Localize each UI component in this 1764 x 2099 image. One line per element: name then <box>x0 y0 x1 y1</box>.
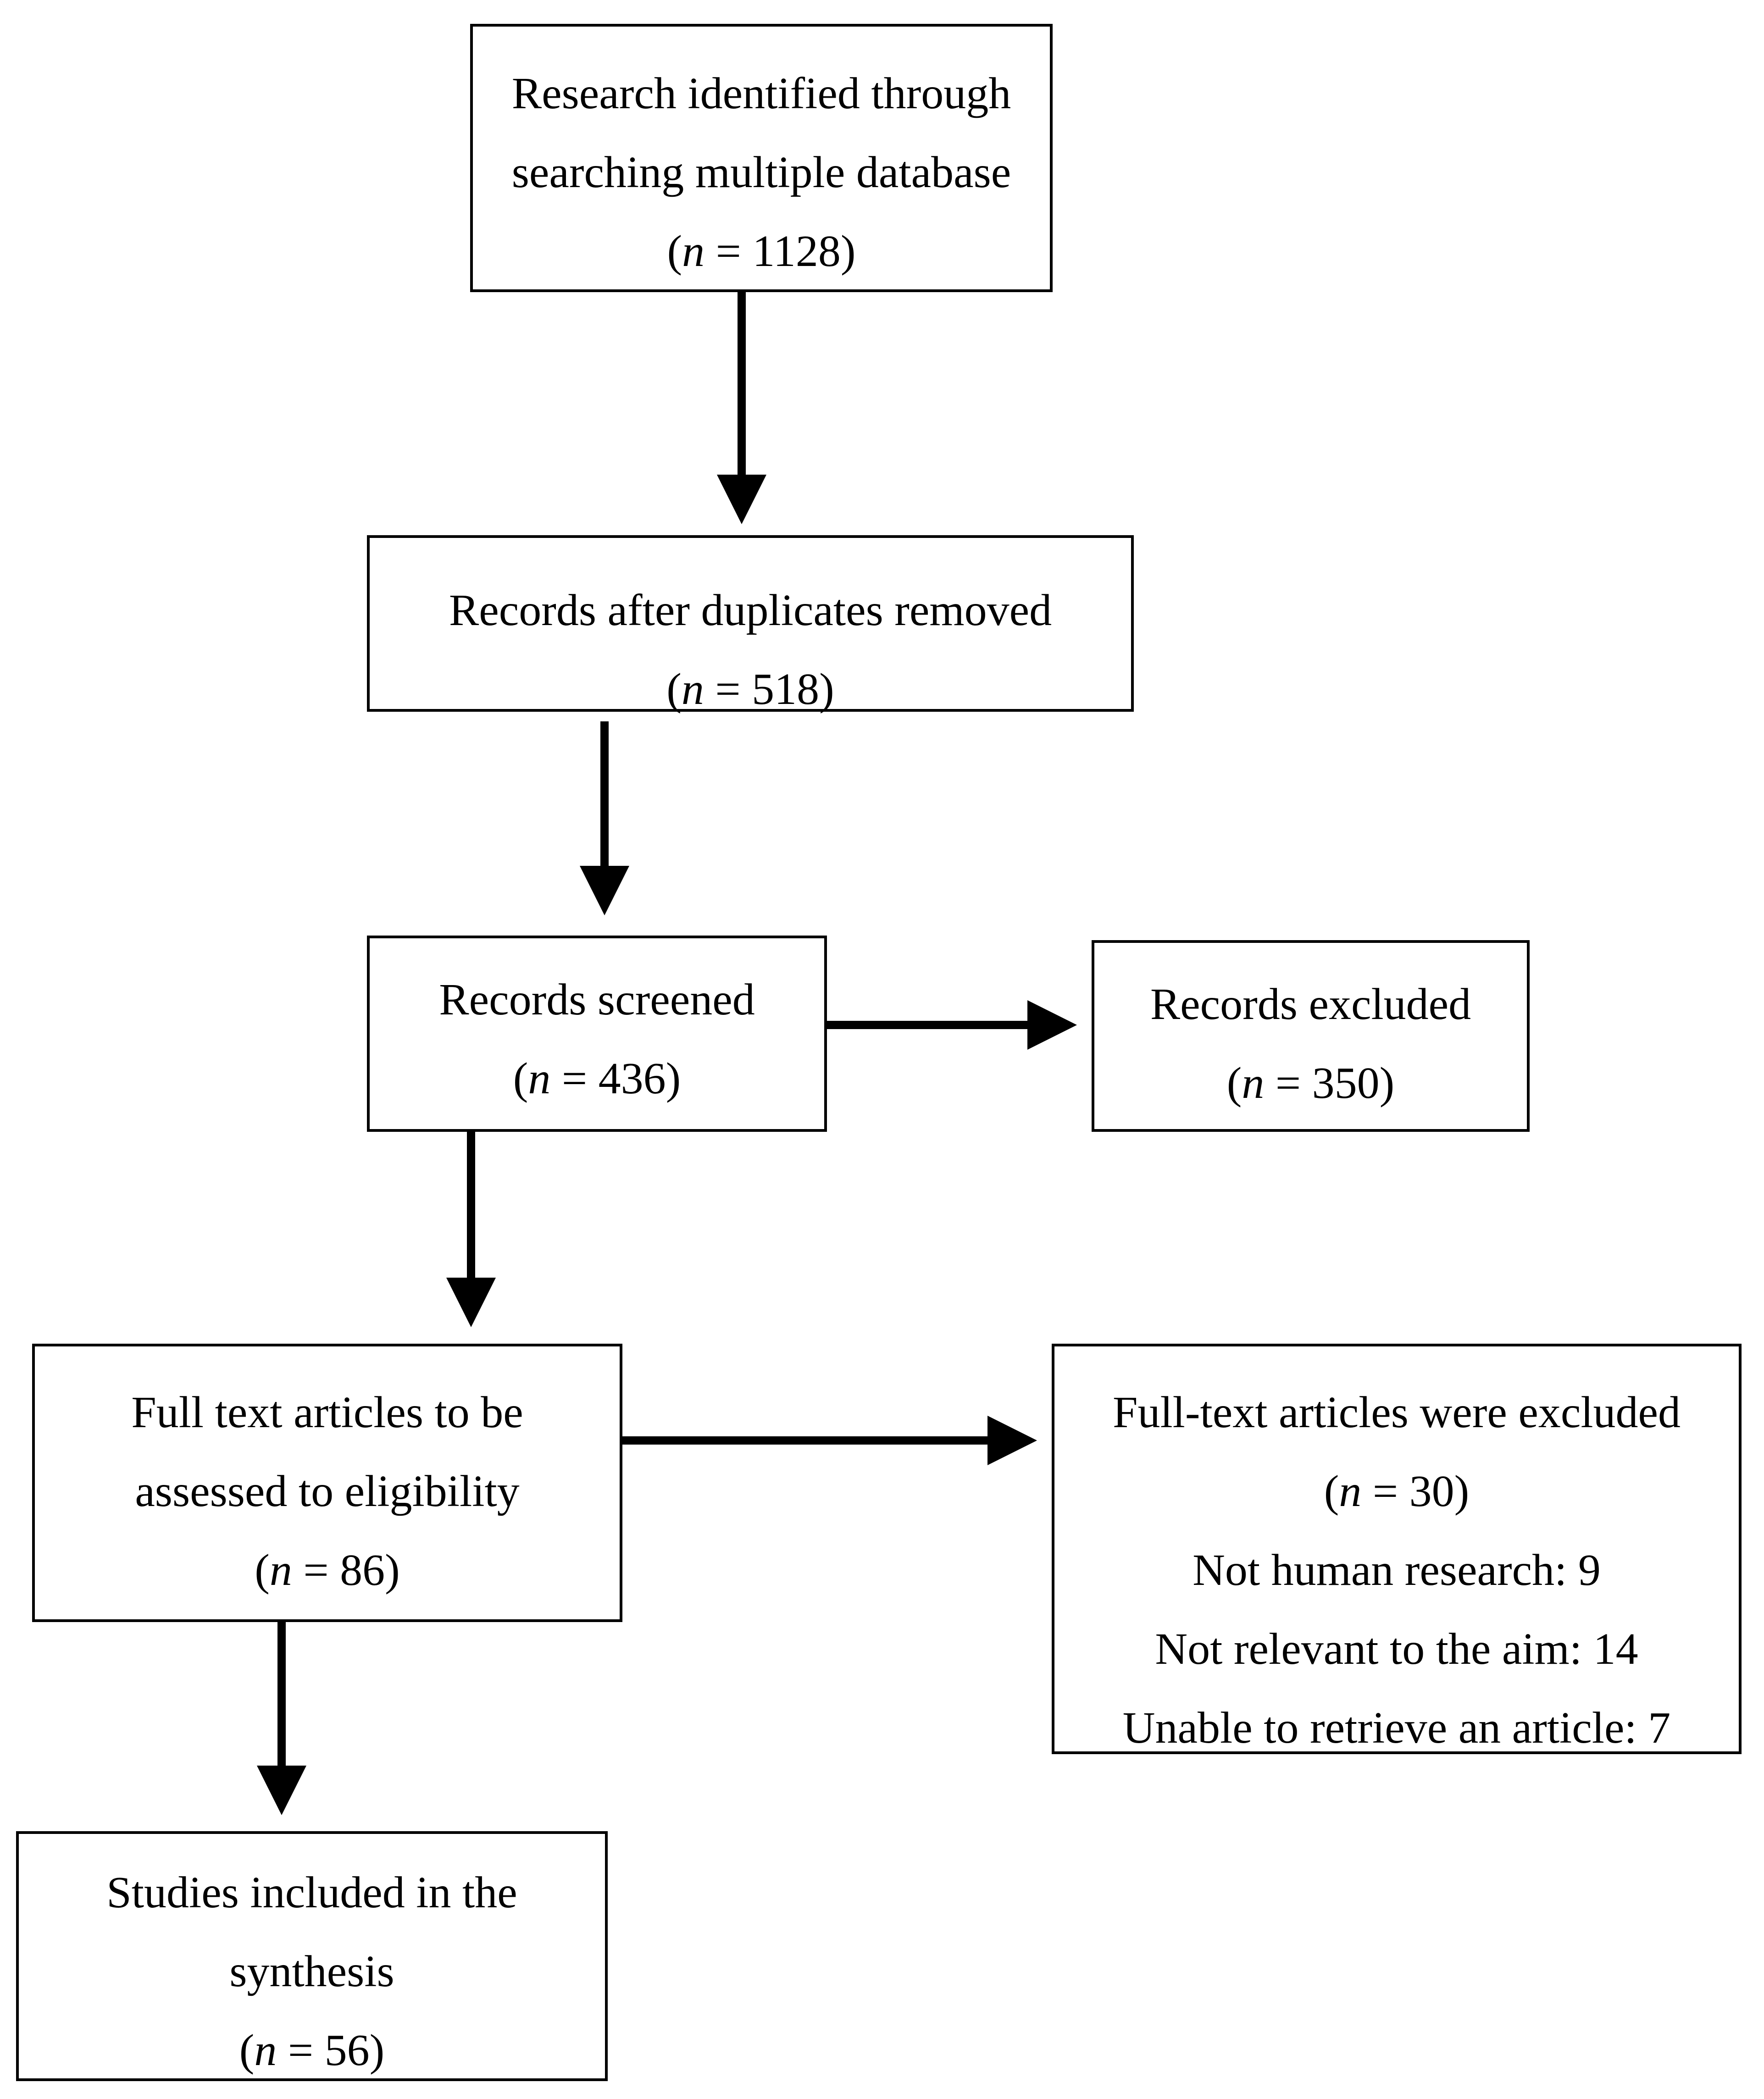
ftexcl-reason: Unable to retrieve an article: 7 <box>1122 1703 1671 1753</box>
dedup-count: (n = 518) <box>666 665 834 714</box>
fulltext-line-1: Full text articles to be <box>131 1388 523 1437</box>
fulltext-line-2: assessed to eligibility <box>135 1467 520 1516</box>
ftexcl-line-1: Full-text articles were excluded <box>1112 1388 1681 1437</box>
included-line-2: synthesis <box>229 1947 394 1996</box>
ftexcl-reason: Not relevant to the aim: 14 <box>1155 1624 1638 1674</box>
box-after-duplicates-removed: Records after duplicates removed (n = 51… <box>367 535 1134 714</box>
fulltext-count: (n = 86) <box>255 1545 400 1595</box>
dedup-line-1: Records after duplicates removed <box>449 586 1052 635</box>
screened-line-1: Records screened <box>439 975 755 1025</box>
excluded-line-1: Records excluded <box>1150 980 1471 1029</box>
identified-line-2: searching multiple database <box>511 148 1011 197</box>
box-fulltext-assessed: Full text articles to be assessed to eli… <box>32 1344 622 1622</box>
box-records-screened: Records screened (n = 436) <box>367 936 827 1132</box>
excluded-count: (n = 350) <box>1226 1058 1395 1108</box>
identified-line-1: Research identified through <box>511 69 1011 118</box>
box-fulltext-excluded: Full-text articles were excluded (n = 30… <box>1052 1344 1742 1754</box>
box-studies-included: Studies included in the synthesis (n = 5… <box>16 1831 608 2081</box>
included-line-1: Studies included in the <box>106 1868 517 1917</box>
screened-count: (n = 436) <box>513 1054 681 1103</box>
box-records-identified: Research identified through searching mu… <box>470 24 1053 292</box>
ftexcl-reason: Not human research: 9 <box>1193 1545 1601 1595</box>
included-count: (n = 56) <box>239 2026 385 2075</box>
box-records-excluded: Records excluded (n = 350) <box>1092 940 1530 1132</box>
ftexcl-count: (n = 30) <box>1324 1467 1470 1516</box>
identified-count: (n = 1128) <box>667 227 856 276</box>
